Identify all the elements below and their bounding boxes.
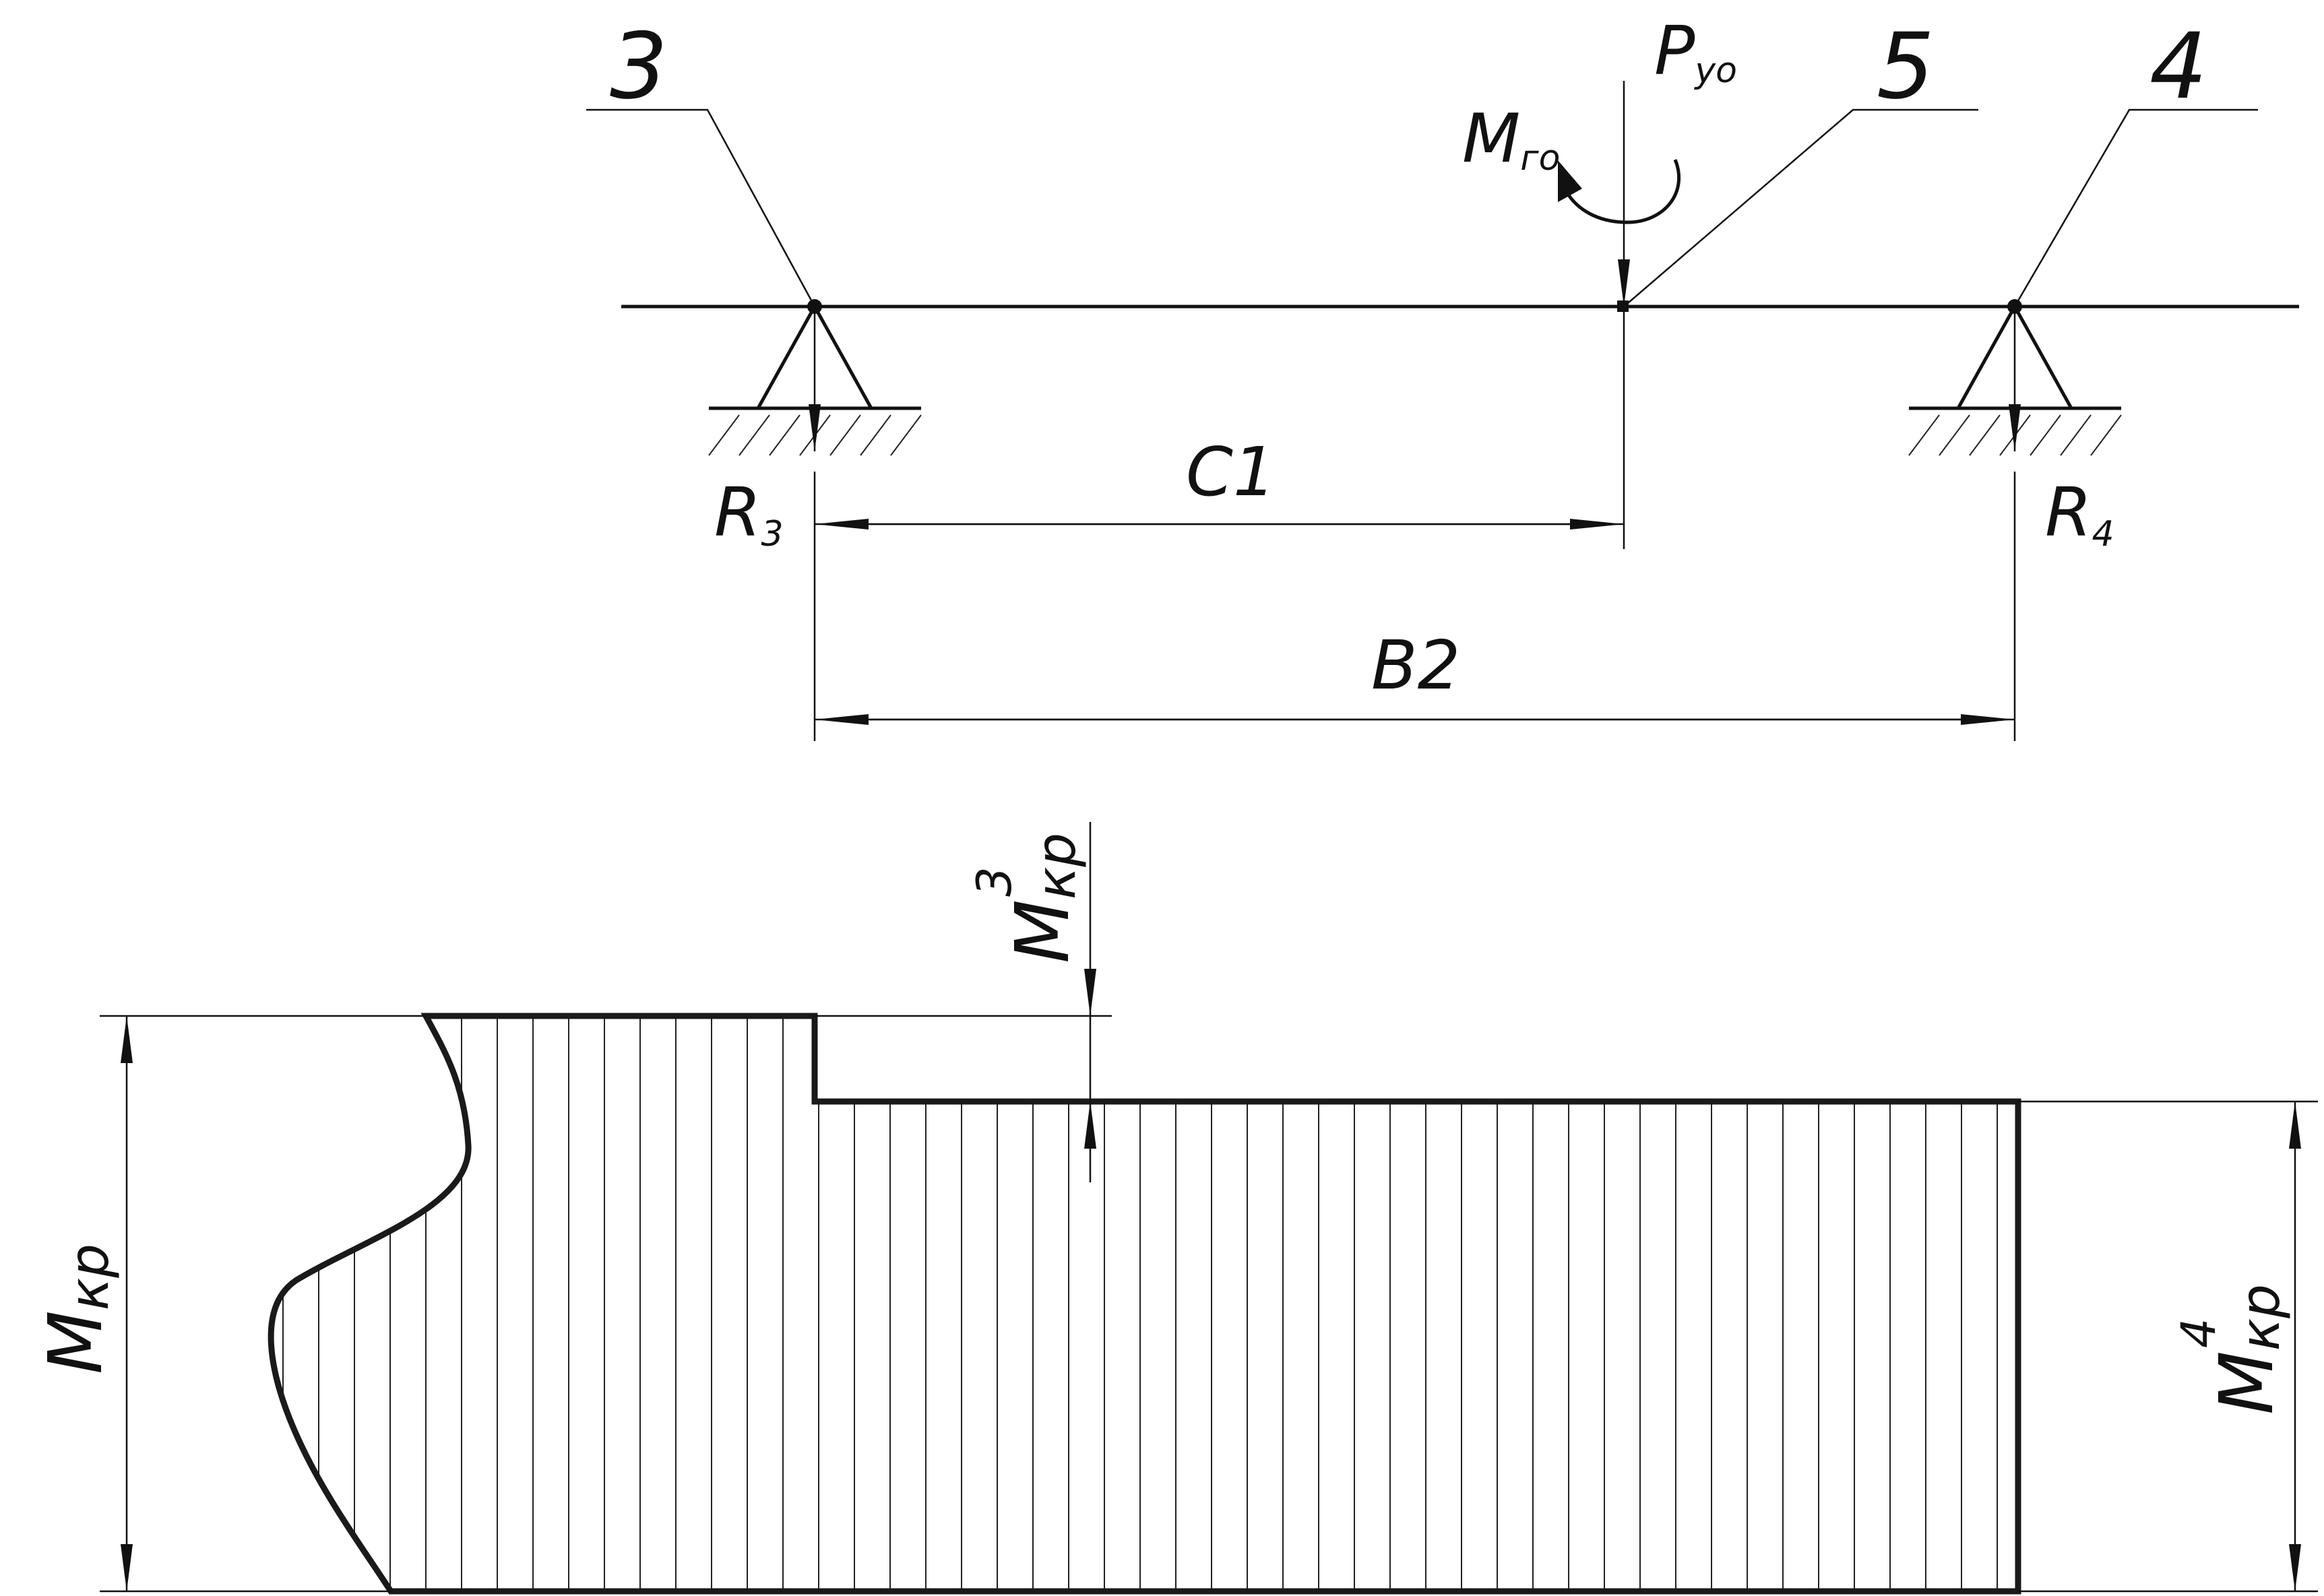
- label-support-3: 3: [610, 13, 668, 119]
- label-moment: Mго: [1462, 99, 1560, 179]
- label-mkr4: Mкр4: [2171, 1284, 2292, 1415]
- label-reaction-right: R4: [2045, 473, 2114, 554]
- torque-diagram: Mкр Mкр3 Mкр4: [32, 822, 2318, 1595]
- diagram-hatch: [282, 1016, 1998, 1591]
- load-node: [1617, 300, 1629, 312]
- label-mkr3: Mкр3: [967, 833, 1088, 963]
- beam-scheme: 3 5 4 Pуо Mго R3 R4 C1 B2: [586, 11, 2299, 741]
- label-support-4: 4: [2149, 13, 2207, 119]
- leader-3: [586, 108, 816, 307]
- leader-5: [1623, 108, 1978, 307]
- moment-arrow-head: [1558, 160, 1582, 202]
- label-force: Pуо: [1654, 11, 1737, 91]
- diagram-outline: [268, 1013, 2021, 1595]
- moment-arrow: [1565, 159, 1681, 224]
- label-mkr: Mкр: [32, 1244, 121, 1374]
- label-reaction-left: R3: [714, 473, 784, 554]
- label-dim-c: C1: [1186, 433, 1276, 511]
- leader-4: [2013, 108, 2258, 307]
- label-point-5: 5: [1877, 13, 1935, 119]
- label-dim-b: B2: [1371, 626, 1460, 705]
